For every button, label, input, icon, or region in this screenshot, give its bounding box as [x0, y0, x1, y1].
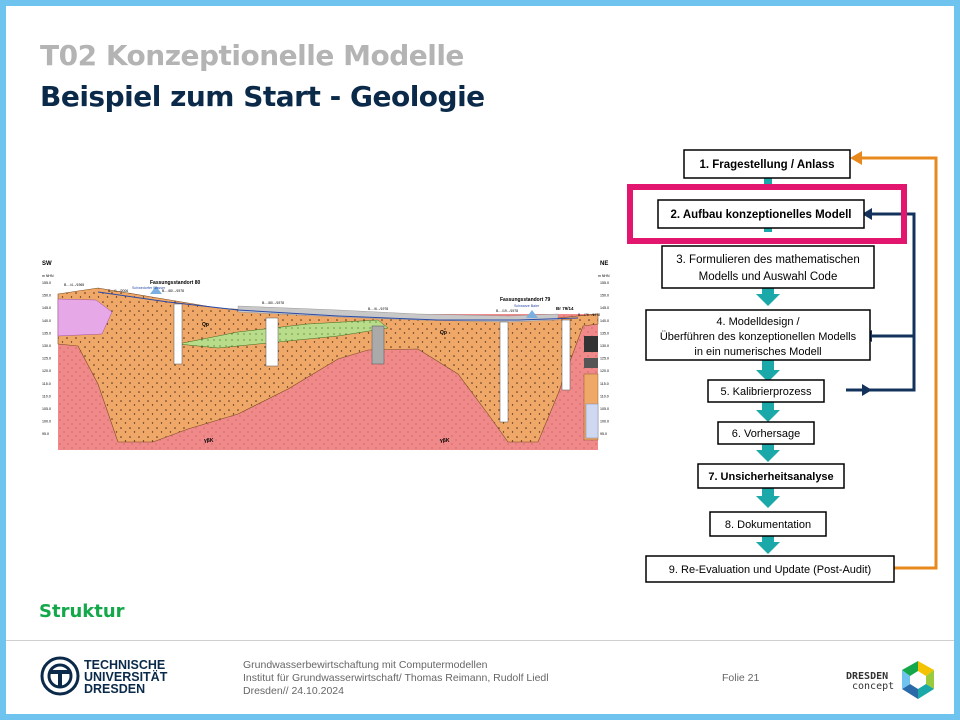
- step-1: 1. Fragestellung / Anlass: [699, 159, 834, 171]
- step-8: 8. Dokumentation: [725, 519, 811, 531]
- groundwater-line: [97, 291, 579, 321]
- elevation-tick-label: 95.0: [600, 432, 607, 436]
- stream-label-1: Schwedorfer Wasser: [132, 286, 166, 290]
- elevation-tick-label: 100.0: [600, 420, 609, 424]
- elevation-tick-label: 115.0: [600, 382, 609, 386]
- footer-date: Dresden// 24.10.2024: [243, 685, 344, 697]
- site-79-label: Fassungsstandort 79: [500, 297, 551, 303]
- elevation-tick-label: 145.0: [600, 306, 609, 310]
- elevation-tick-label: 155.0: [42, 281, 51, 285]
- slide-number: Folie 21: [722, 672, 760, 684]
- step-5: 5. Kalibrierprozess: [720, 386, 812, 398]
- elevation-tick-label: 135.0: [42, 331, 51, 335]
- footer-course: Grundwasserbewirtschaftung mit Computerm…: [243, 659, 488, 671]
- step-9: 9. Re-Evaluation und Update (Post-Audit): [669, 564, 871, 576]
- modelling-workflow-flowchart: 1. Fragestellung / Anlass 2. Aufbau konz…: [627, 149, 938, 583]
- direction-sw: SW: [42, 261, 52, 267]
- elevation-tick-label: 150.0: [42, 294, 51, 298]
- elevation-tick-label: 110.0: [600, 394, 609, 398]
- elevation-tick-label: 135.0: [600, 331, 609, 335]
- unit-gk-label: γβK: [204, 438, 214, 444]
- step-3-line-1: 3. Formulieren des mathematischen: [676, 254, 859, 266]
- elevation-tick-label: 145.0: [42, 306, 51, 310]
- step-7: 7. Unsicherheitsanalyse: [708, 471, 833, 483]
- feedback-arrow-orange: [862, 156, 938, 570]
- footer-divider: [6, 640, 954, 641]
- borehole-label: B..../6.../1978: [368, 307, 388, 311]
- elevation-tick-label: 150.0: [600, 294, 609, 298]
- borehole-label: B..../80.../1978: [162, 289, 184, 293]
- clay-lens: [177, 319, 389, 349]
- borehole-label: B..../4.../1965: [64, 283, 84, 287]
- site-80-label: Fassungsstandort 80: [150, 280, 201, 286]
- borehole-label: B..../19.../1978: [496, 309, 518, 313]
- elevation-tick-label: 130.0: [42, 344, 51, 348]
- elevation-tick-label: 140.0: [42, 319, 51, 323]
- elevation-tick-label: 125.0: [600, 357, 609, 361]
- top-soil: [237, 305, 559, 323]
- elevation-tick-label: 105.0: [600, 407, 609, 411]
- left-patch: [57, 298, 113, 337]
- elevation-tick-label: 155.0: [600, 281, 609, 285]
- step-4-line-2: Überführen des konzeptionellen Modells: [660, 331, 857, 343]
- footer-info: Grundwasserbewirtschaftung mit Computerm…: [243, 659, 549, 698]
- elevation-tick-label: 120.0: [42, 369, 51, 373]
- unit-gk-label: γβK: [440, 438, 450, 444]
- well-label: Br 79/14: [556, 306, 574, 311]
- section-label: Struktur: [39, 601, 125, 622]
- elevation-tick-label: 115.0: [42, 382, 51, 386]
- elevation-ticks-right: 155.0 150.0 145.0 140.0 135.0 130.0 125.0 120.0…: [600, 281, 609, 436]
- stream-label-2: Schwarze Baier: [514, 304, 540, 308]
- borehole-label: B..../76.../1978: [578, 313, 600, 317]
- dresden-concept-emblem-icon: [902, 661, 934, 699]
- footer-institute: Institut für Grundwasserwirtschaft/ Thom…: [243, 672, 549, 684]
- step-3-line-2: Modells und Auswahl Code: [699, 271, 838, 283]
- elevation-tick-label: 100.0: [42, 420, 51, 424]
- unit-qp-label: Qp: [440, 330, 447, 336]
- elevation-tick-label: 130.0: [600, 344, 609, 348]
- highlight-frame: [627, 184, 907, 244]
- elevation-unit-right: m NHN: [598, 274, 610, 278]
- elevation-tick-label: 105.0: [42, 407, 51, 411]
- slide-title: Beispiel zum Start - Geologie: [40, 80, 485, 113]
- step-4-line-3: in ein numerisches Modell: [694, 346, 821, 358]
- borehole-label: B..../1.../2006: [108, 289, 128, 293]
- step-4-line-1: 4. Modelldesign /: [716, 316, 800, 328]
- slide: T02 Konzeptionelle Modelle Beispiel zum …: [6, 6, 954, 714]
- geological-cross-section: SW NE m NHN m NHN 155.0 150.0 145.0 140.0 13…: [42, 261, 610, 450]
- elevation-tick-label: 125.0: [42, 357, 51, 361]
- unit-qp-label: Qp: [202, 322, 209, 328]
- elevation-ticks-left: 155.0 150.0 145.0 140.0 135.0 130.0 125.0 120.0…: [42, 281, 51, 436]
- dresden-concept-logo: DRESDEN concept: [846, 671, 895, 692]
- borehole-label: B..../80.../1978: [262, 301, 284, 305]
- feedback-arrow-navy: [850, 212, 916, 392]
- slide-title-course: T02 Konzeptionelle Modelle: [40, 39, 464, 72]
- tu-dresden-logo: TECHNISCHE UNIVERSITÄT DRESDEN: [40, 656, 167, 700]
- elevation-tick-label: 110.0: [42, 394, 51, 398]
- tud-emblem-icon: [40, 656, 80, 696]
- elevation-tick-label: 140.0: [600, 319, 609, 323]
- elevation-unit: m NHN: [42, 274, 54, 278]
- direction-ne: NE: [600, 261, 608, 267]
- step-2: 2. Aufbau konzeptionelles Modell: [670, 209, 851, 221]
- tud-wordmark: TECHNISCHE UNIVERSITÄT DRESDEN: [84, 658, 168, 696]
- elevation-tick-label: 120.0: [600, 369, 609, 373]
- step-6: 6. Vorhersage: [732, 428, 801, 440]
- elevation-tick-label: 95.0: [42, 432, 49, 436]
